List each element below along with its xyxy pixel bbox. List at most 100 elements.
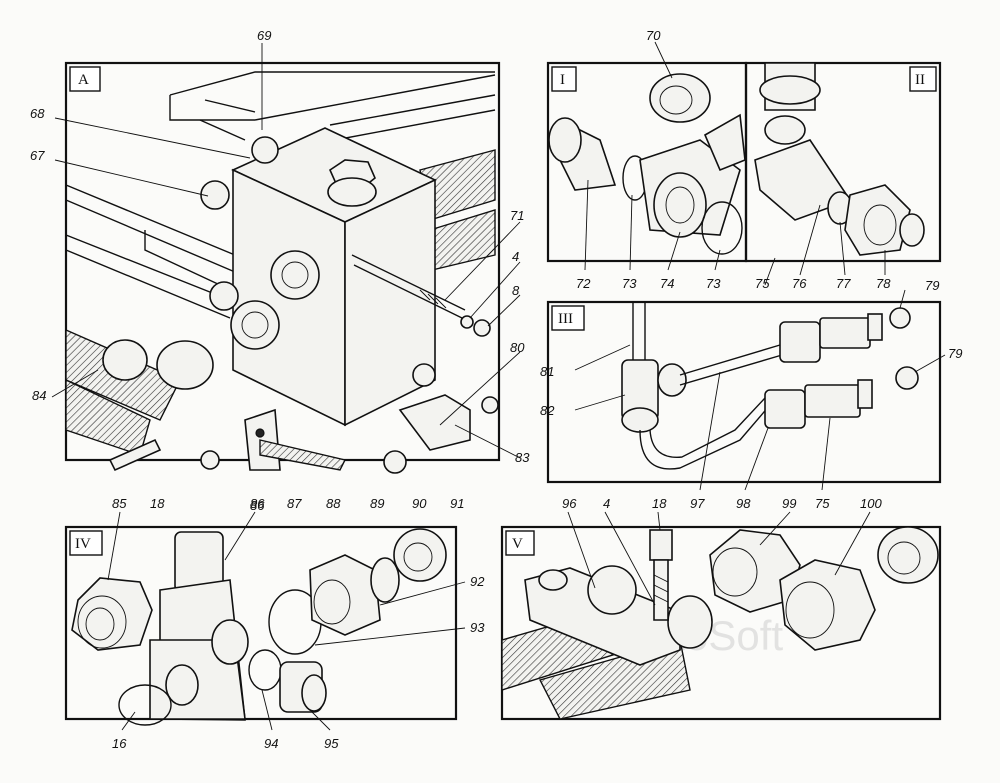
panel-iii: III — [546, 289, 946, 491]
callout-88: 88 — [326, 496, 341, 511]
sleeve-70 — [649, 73, 711, 123]
bolt-18-shank — [653, 559, 669, 621]
nut-75-upper — [779, 321, 821, 363]
thread-75-lower — [857, 379, 873, 409]
fitting-front-2 — [230, 300, 280, 350]
panel-i-ii-leaders — [584, 41, 886, 286]
callout-18: 18 — [150, 496, 165, 511]
callout-91: 91 — [450, 496, 464, 511]
leader-74 — [667, 231, 681, 271]
panel-ii: II — [744, 61, 942, 263]
callout-labels: 69 68 67 71 4 8 80 84 18 86 87 88 89 90 … — [30, 28, 962, 751]
leader-70 — [654, 41, 673, 79]
leader-75-lower — [821, 417, 831, 491]
leader-71 — [444, 221, 521, 301]
leader-99 — [759, 511, 791, 546]
bracket-hole — [255, 428, 265, 438]
callout-8: 8 — [512, 283, 520, 298]
callout-76: 76 — [792, 276, 807, 291]
ring-73b — [701, 201, 743, 255]
fitting-front-2-bore — [241, 311, 269, 339]
nut-78 — [844, 184, 911, 256]
panel-v-tag: V — [512, 536, 523, 552]
panel-v-tag-box — [505, 530, 535, 556]
callout-86: 86 — [250, 498, 265, 513]
fitting-92-bore — [313, 579, 351, 625]
fitting-85-bore — [85, 607, 115, 641]
fitting-85 — [71, 577, 153, 651]
callout-70: 70 — [646, 28, 661, 43]
clamp-91 — [398, 394, 471, 451]
leader-79b — [914, 354, 946, 373]
callout-89: 89 — [370, 496, 384, 511]
panel-ii-frame — [744, 61, 942, 263]
tube-bend — [199, 99, 256, 141]
callout-4: 4 — [512, 249, 519, 264]
stud-71 — [351, 254, 466, 319]
washer-79b — [895, 366, 919, 390]
leader-72 — [584, 179, 589, 271]
panel-v: V — [500, 511, 942, 721]
leader-83 — [454, 424, 521, 459]
nut-iv-top — [393, 528, 447, 582]
panel-iii-tag-box — [551, 305, 585, 331]
leader-76 — [799, 204, 821, 276]
leader-100 — [834, 511, 871, 576]
fitting-68-nut — [251, 136, 279, 164]
washer-lower — [200, 450, 220, 470]
panel-i-tag-box — [551, 66, 577, 92]
leader-4b — [604, 511, 656, 606]
sleeve-70-bore — [659, 85, 693, 115]
tee-76 — [754, 139, 852, 221]
ring-16 — [118, 684, 172, 726]
callout-97: 97 — [690, 496, 705, 511]
callout-83: 83 — [515, 450, 530, 465]
port-iv-right — [211, 619, 249, 665]
nut-78-bore — [863, 204, 897, 246]
callout-4b: 4 — [603, 496, 610, 511]
leader-73a — [629, 194, 633, 271]
callout-68: 68 — [30, 106, 45, 121]
tee-82-bottom — [621, 407, 659, 433]
clamp-nut-96 — [538, 569, 568, 591]
callout-16: 16 — [112, 736, 127, 751]
leader-75 — [764, 257, 776, 286]
callout-100: 100 — [860, 496, 882, 511]
leader-97 — [699, 371, 721, 491]
panel-iv-tag-box — [69, 530, 103, 556]
callout-85: 85 — [112, 496, 127, 511]
callout-93: 93 — [470, 620, 485, 635]
leader-4 — [469, 261, 521, 319]
leader-94 — [261, 689, 273, 731]
clamp-washer — [667, 595, 713, 649]
callout-78: 78 — [876, 276, 891, 291]
panel-iii-frame — [546, 300, 942, 484]
leader-8 — [487, 294, 521, 327]
leader-84 — [51, 369, 99, 398]
leader-67 — [54, 159, 209, 197]
nut-v-top-bore — [887, 541, 921, 575]
callout-81: 81 — [540, 364, 554, 379]
panel-a: A — [51, 43, 521, 474]
tube-right — [329, 94, 496, 141]
panel-iv-frame — [64, 525, 458, 721]
fitting-100 — [779, 559, 876, 651]
port-iv-left — [165, 664, 199, 706]
nut-98 — [764, 389, 806, 429]
tube-left-1 — [65, 184, 236, 273]
callout-71: 71 — [510, 208, 524, 223]
bolt-18-thread — [653, 574, 669, 603]
fitting-72-flange — [548, 117, 582, 163]
leader-73b — [714, 249, 721, 271]
callout-69: 69 — [257, 28, 271, 43]
nut-v-top — [877, 526, 939, 584]
panel-iii-tag: III — [558, 311, 573, 327]
fitting-92-thread — [370, 557, 400, 603]
sleeve-75-upper — [819, 317, 871, 349]
thread-75-upper — [867, 313, 883, 341]
callout-95: 95 — [324, 736, 339, 751]
nut-90 — [383, 450, 407, 474]
panel-a-tag-box — [69, 66, 101, 92]
top-nut-base — [327, 177, 377, 207]
pipe-81 — [632, 302, 646, 360]
